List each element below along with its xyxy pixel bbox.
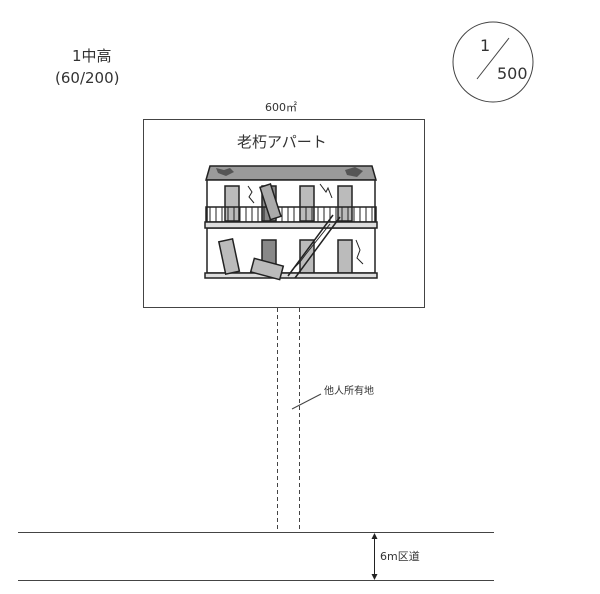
easement-label: 他人所有地 (324, 386, 374, 397)
lot-area: 600㎡ (265, 101, 297, 114)
scale-numerator: 1 (480, 36, 491, 55)
lot-boundary (143, 119, 425, 308)
scale-slash (476, 37, 510, 80)
old-apartment-illustration (204, 165, 378, 281)
road-width-arrow (371, 533, 378, 580)
scale-circle (452, 21, 534, 103)
road-label: 6m区道 (380, 550, 420, 563)
zoning-name: 1中高 (72, 47, 112, 65)
scale-denominator: 500 (497, 64, 528, 83)
easement-leader-line (291, 393, 322, 410)
building-label: 老朽アパート (237, 133, 327, 151)
zoning-ratio: (60/200) (55, 69, 120, 87)
